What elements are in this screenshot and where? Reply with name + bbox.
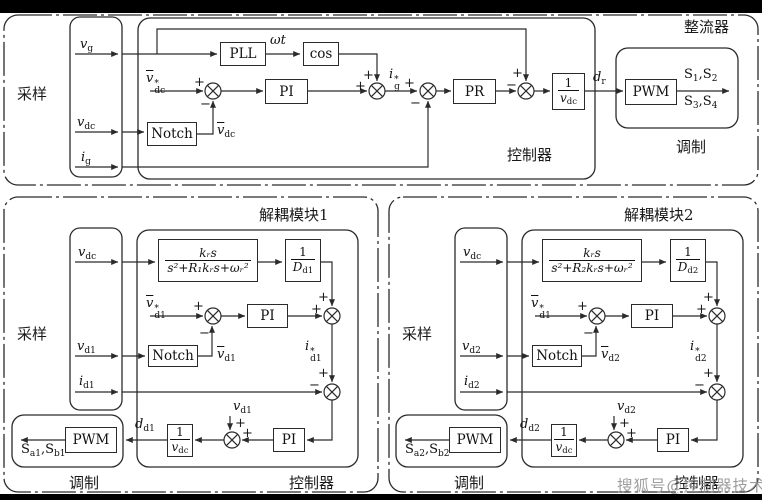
right-sumB-plus-top-sign: + — [703, 290, 714, 305]
right-id2-label: id2 — [464, 374, 480, 391]
right-panel-title: 解耦模块2 — [624, 206, 694, 224]
right-modulation-label: 调制 — [454, 474, 485, 492]
voltage-pi-block: PI — [265, 79, 308, 104]
left-vd1-bar-label: vd1 — [217, 347, 236, 364]
left-sumD-plus-right-sign: + — [242, 426, 253, 441]
sum2-plus-sign: + — [404, 76, 415, 91]
top-controller-label: 控制器 — [507, 146, 553, 164]
left-panel-title: 解耦模块1 — [259, 206, 329, 224]
notch-block: Notch — [147, 122, 197, 146]
top-modulation-label: 调制 — [676, 138, 707, 156]
right-controller-label: 控制器 — [674, 474, 720, 492]
sum3-plus-sign: + — [512, 66, 523, 81]
omega-t-label: ωt — [270, 33, 286, 48]
left-sumD-plus-top-sign: + — [235, 416, 246, 431]
left-current-pi-block: PI — [273, 428, 305, 452]
summing-junctions — [204, 82, 726, 449]
s34-output-label: S3,S4 — [684, 94, 718, 111]
left-vd1-ref-label: v*d1 — [146, 296, 166, 321]
pr-block: PR — [453, 79, 496, 104]
pll-block: PLL — [220, 42, 266, 66]
left-panel-wires — [20, 259, 335, 443]
letterbox-bottom — [0, 494, 762, 500]
panel-borders — [3, 14, 759, 493]
sum2-minus-sign: − — [410, 96, 421, 111]
right-dd2-duty-label: dd2 — [520, 417, 540, 434]
left-sumC-minus-sign: − — [309, 378, 320, 393]
left-sumA-minus-sign: − — [199, 326, 210, 341]
letterbox-top — [0, 0, 762, 13]
signal-vdc-label: vdc — [77, 115, 96, 132]
right-vd2-label: vd2 — [462, 339, 481, 356]
left-id1-label: id1 — [79, 374, 95, 391]
left-sumA-plus-sign: + — [193, 299, 204, 314]
sum1-plus-sign: + — [194, 75, 205, 90]
right-vd2-feedforward-label: vd2 — [617, 399, 636, 416]
left-sumC-plus-sign: + — [318, 366, 329, 381]
left-dd1-duty-label: dd1 — [135, 417, 155, 434]
right-sumB-plus-left-sign: + — [696, 302, 707, 317]
signal-ig-label: ig — [81, 150, 91, 167]
right-sumC-minus-sign: − — [694, 378, 705, 393]
right-panel-wires — [404, 259, 720, 443]
top-sampling-label: 采样 — [17, 85, 48, 103]
left-sumB-plus-left-sign: + — [311, 302, 322, 317]
right-sumA-minus-sign: − — [583, 326, 594, 341]
sum3-minus-sign: − — [506, 78, 517, 93]
sohu-watermark: 搜狐号@控制器技术 — [617, 477, 762, 495]
s12-output-label: S1,S2 — [684, 67, 718, 84]
sum1-minus-sign: − — [200, 97, 211, 112]
left-modulation-label: 调制 — [69, 474, 100, 492]
right-current-pi-block: PI — [657, 428, 689, 452]
vdc-ref-label: v*dc — [146, 71, 166, 96]
left-switch-output-label: Sa1,Sb1 — [21, 442, 66, 459]
left-controller-label: 控制器 — [289, 474, 335, 492]
mult-plus-top-sign: + — [363, 68, 374, 83]
vdc-bar-label: vdc — [217, 123, 236, 140]
signal-vg-label: vg — [80, 37, 94, 54]
left-vdc-label: vdc — [78, 245, 97, 262]
left-notch-block: Notch — [148, 345, 198, 367]
right-voltage-pi-block: PI — [631, 304, 673, 328]
right-sumA-plus-sign: + — [577, 299, 588, 314]
cos-block: cos — [303, 42, 339, 66]
right-notch-block: Notch — [532, 345, 582, 367]
right-vdc-label: vdc — [463, 245, 482, 262]
left-pwm-block: PWM — [65, 427, 117, 453]
right-vd2-bar-label: vd2 — [601, 347, 620, 364]
top-panel-wires — [75, 28, 730, 170]
right-sumC-plus-sign: + — [703, 366, 714, 381]
left-sampling-label: 采样 — [17, 325, 48, 343]
right-sampling-label: 采样 — [402, 325, 433, 343]
right-vd1-ref-label: v*d1 — [531, 296, 551, 321]
pwm-block: PWM — [625, 79, 677, 105]
right-sumD-plus-right-sign: + — [626, 426, 637, 441]
right-switch-output-label: Sa2,Sb2 — [405, 442, 450, 459]
mult-plus-left-sign: + — [355, 79, 366, 94]
left-vd1-feedforward-label: vd1 — [233, 399, 252, 416]
left-id1-ref-label: i*d1 — [305, 339, 322, 364]
left-vd1-label: vd1 — [77, 339, 96, 356]
right-id2-ref-label: i*d2 — [690, 339, 707, 364]
dr-duty-label: dr — [593, 70, 606, 87]
ig-ref-label: i*g — [389, 67, 400, 92]
left-voltage-pi-block: PI — [247, 304, 288, 328]
right-sumD-plus-top-sign: + — [619, 416, 630, 431]
top-panel-title: 整流器 — [684, 18, 730, 36]
left-sumB-plus-top-sign: + — [318, 290, 329, 305]
right-pwm-block: PWM — [449, 427, 501, 453]
